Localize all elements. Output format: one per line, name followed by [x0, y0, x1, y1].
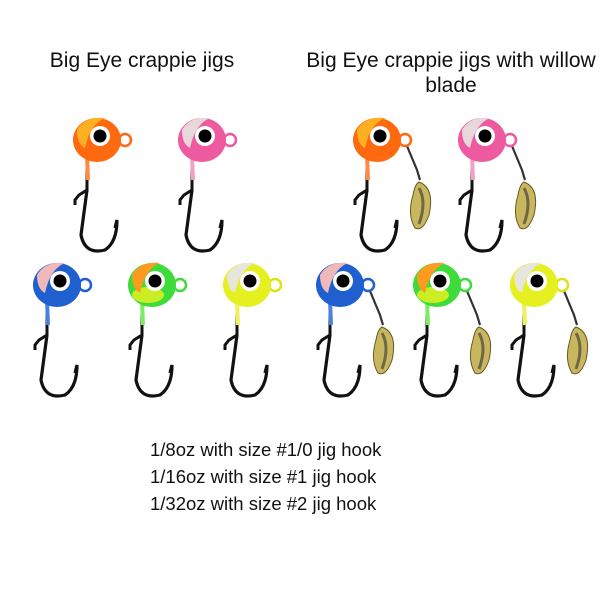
- jig-orange: [73, 117, 133, 253]
- blade-jig-blue: [316, 262, 395, 398]
- willow-blade-icon: [469, 326, 492, 375]
- blade-jig-chartreuse-green: [413, 262, 492, 398]
- eye-icon: [336, 274, 350, 288]
- eye-icon: [433, 274, 447, 288]
- spec-line: 1/8oz with size #1/0 jig hook: [150, 439, 382, 460]
- eye-icon: [148, 274, 162, 288]
- jig-chartreuse: [223, 262, 283, 398]
- blade-jig-orange: [353, 117, 432, 253]
- jig-pink: [178, 117, 238, 253]
- plain-jigs-title: Big Eye crappie jigs: [49, 49, 235, 72]
- blade-jig-chartreuse: [510, 262, 589, 398]
- willow-blade-icon: [409, 181, 432, 230]
- blade-jigs-title: Big Eye crappie jigs with willow blade: [306, 49, 596, 97]
- spec-line: 1/32oz with size #2 jig hook: [150, 493, 377, 514]
- eye-icon: [530, 274, 544, 288]
- eye-icon: [93, 129, 107, 143]
- jig-chartreuse-green: [128, 262, 188, 398]
- willow-blade-icon: [514, 181, 537, 230]
- eye-icon: [243, 274, 257, 288]
- blade-jig-pink: [458, 117, 537, 253]
- jig-blue: [33, 262, 93, 398]
- spec-line: 1/16oz with size #1 jig hook: [150, 466, 377, 487]
- eye-icon: [198, 129, 212, 143]
- willow-blade-icon: [372, 326, 395, 375]
- eye-icon: [373, 129, 387, 143]
- eye-icon: [478, 129, 492, 143]
- spec-list: 1/8oz with size #1/0 jig hook 1/16oz wit…: [150, 436, 470, 517]
- willow-blade-icon: [566, 326, 589, 375]
- eye-icon: [53, 274, 67, 288]
